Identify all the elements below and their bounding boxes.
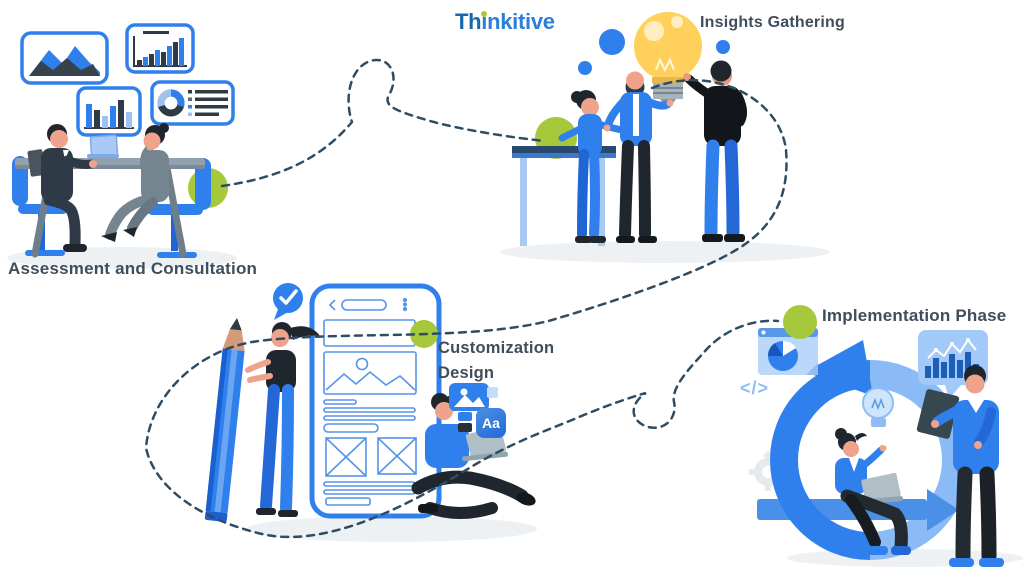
connector-node-4 — [783, 305, 817, 339]
decor-dot-small — [578, 61, 592, 75]
idea-bulb-icon — [634, 12, 702, 106]
typography-icon: Aa — [476, 408, 506, 438]
brand-logo-part1: Th — [455, 9, 482, 34]
laptop — [87, 134, 119, 158]
brand-logo-green-dot — [481, 11, 488, 17]
step-label-customization-line2: Design — [438, 364, 495, 382]
area-chart-card — [20, 31, 109, 85]
step-label-implementation: Implementation Phase — [822, 306, 1007, 325]
tablet — [27, 149, 46, 177]
meeting-table — [512, 146, 616, 246]
growth-chart-card — [125, 23, 195, 74]
developer-woman-sitting — [835, 428, 911, 555]
step-label-customization-line1: Customization — [438, 339, 555, 357]
ground-shadow — [500, 241, 830, 263]
decor-dot-right — [716, 40, 730, 54]
sketch-bulb-icon — [862, 387, 894, 427]
connector-node-3 — [410, 320, 438, 348]
brand-logo-i: ı — [481, 9, 488, 34]
scene-insights — [500, 12, 830, 263]
color-swatch-dark — [458, 423, 472, 432]
donut-chart-card — [150, 80, 235, 126]
giant-pencil — [204, 318, 245, 522]
team-man-right — [683, 60, 748, 242]
designer-woman — [245, 322, 320, 517]
manager-man-tablet — [916, 365, 1004, 567]
check-bubble-icon — [273, 283, 303, 320]
consultant-man — [27, 124, 97, 252]
decor-dot-large — [599, 29, 625, 55]
typography-icon-label: Aa — [482, 415, 500, 431]
tablet — [916, 389, 960, 439]
step-label-assessment: Assessment and Consultation — [8, 259, 258, 278]
color-swatch-blue — [458, 412, 472, 421]
brand-logo-part2: nkitive — [487, 9, 555, 34]
code-icon-2: </> — [878, 434, 902, 450]
ground-shadow — [247, 516, 537, 542]
step-label-customization: Customization Design — [438, 336, 554, 386]
code-icon-1: </> — [740, 378, 770, 398]
image-icon — [449, 383, 489, 411]
color-swatch-light — [487, 387, 498, 398]
step-label-insights: Insights Gathering — [700, 14, 845, 31]
scene-assessment — [7, 23, 237, 269]
bar-chart-card — [76, 86, 142, 137]
